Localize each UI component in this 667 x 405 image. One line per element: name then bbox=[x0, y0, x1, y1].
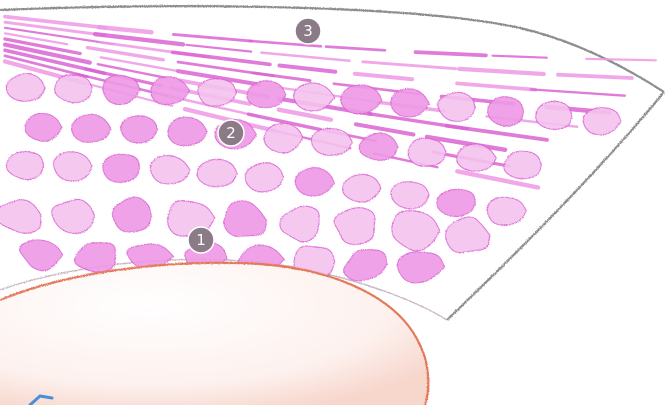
brick-cell bbox=[197, 159, 237, 187]
irregular-cell bbox=[334, 208, 375, 245]
fiber-streak bbox=[531, 89, 625, 95]
brick-cell bbox=[504, 151, 541, 179]
irregular-cell bbox=[397, 252, 444, 283]
irregular-cell bbox=[344, 249, 387, 280]
fiber-streak bbox=[279, 110, 331, 120]
irregular-cell bbox=[0, 200, 41, 234]
fiber-streak bbox=[280, 66, 336, 72]
irregular-cell bbox=[392, 211, 440, 251]
brick-cell bbox=[343, 174, 382, 202]
irregular-cell bbox=[20, 240, 63, 271]
fiber-streak bbox=[101, 57, 177, 71]
brick-cell bbox=[121, 116, 158, 143]
brick-cell bbox=[54, 152, 92, 181]
brick-cell bbox=[55, 75, 93, 103]
marker-2: 2 bbox=[218, 120, 244, 146]
fiber-streak bbox=[363, 62, 456, 69]
fiber-streak bbox=[586, 59, 656, 60]
irregular-cell bbox=[74, 243, 115, 272]
brick-cell bbox=[438, 92, 475, 121]
brick-cell bbox=[168, 117, 207, 146]
brick-cell bbox=[247, 81, 286, 108]
marker-3-label: 3 bbox=[303, 22, 313, 40]
brick-cell bbox=[6, 73, 45, 101]
brick-cell bbox=[150, 155, 190, 183]
fiber-streak bbox=[261, 53, 349, 61]
fiber-streak bbox=[356, 124, 413, 134]
brick-cell bbox=[103, 154, 140, 182]
fiber-streak bbox=[186, 45, 251, 52]
brick-cell bbox=[295, 168, 334, 196]
brick-cell bbox=[72, 114, 111, 142]
brick-cell bbox=[359, 133, 398, 160]
brick-cell bbox=[391, 182, 429, 209]
irregular-cell bbox=[446, 217, 490, 253]
middle-brick-cell-layer bbox=[6, 73, 621, 225]
fiber-streak bbox=[173, 34, 251, 41]
brick-cell bbox=[245, 163, 283, 192]
brick-cell bbox=[488, 97, 524, 126]
irregular-cell bbox=[52, 199, 95, 233]
brick-cell bbox=[536, 101, 572, 129]
fiber-streak bbox=[558, 75, 632, 78]
fiber-streak bbox=[99, 27, 152, 32]
marker-2-label: 2 bbox=[226, 124, 236, 142]
marker-1-label: 1 bbox=[196, 231, 206, 249]
fiber-streak bbox=[493, 56, 547, 58]
brick-cell bbox=[103, 75, 140, 104]
brick-cell bbox=[311, 128, 352, 155]
irregular-cell bbox=[224, 201, 267, 237]
fiber-streak bbox=[326, 47, 385, 51]
brick-cell bbox=[25, 113, 62, 141]
brick-cell bbox=[437, 189, 476, 216]
irregular-cell bbox=[112, 197, 151, 232]
fiber-streak bbox=[459, 69, 544, 74]
brick-cell bbox=[391, 89, 429, 117]
brick-cell bbox=[408, 138, 446, 166]
fiber-streak bbox=[253, 73, 310, 81]
fiber-streak bbox=[5, 22, 105, 35]
brick-cell bbox=[487, 197, 526, 225]
brick-cell bbox=[6, 152, 43, 180]
fiber-streak bbox=[416, 52, 486, 55]
brick-cell bbox=[264, 123, 303, 153]
fiber-streak bbox=[457, 83, 535, 89]
brick-cell bbox=[583, 108, 621, 135]
irregular-cell bbox=[280, 206, 319, 242]
marker-1: 1 bbox=[188, 227, 214, 253]
fiber-streak bbox=[5, 17, 105, 28]
fiber-streak bbox=[355, 74, 412, 80]
brick-cell bbox=[198, 79, 237, 106]
fiber-streak bbox=[447, 126, 547, 140]
marker-3: 3 bbox=[295, 18, 321, 44]
